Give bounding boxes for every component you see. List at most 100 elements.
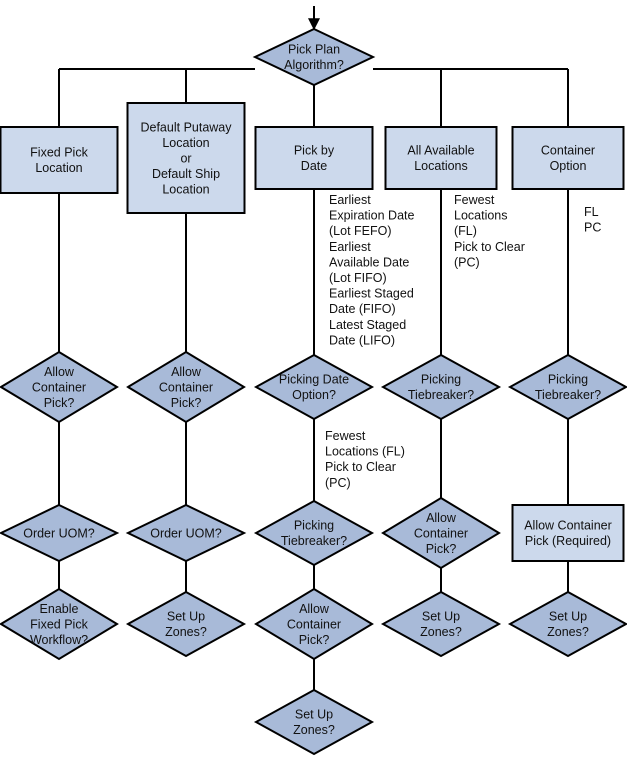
- node-label-line: Tiebreaker?: [408, 388, 474, 402]
- node-label-line: Zones?: [420, 625, 462, 639]
- node-label-line: Pick?: [426, 542, 457, 556]
- node-label: Order UOM?: [150, 526, 222, 540]
- note-line: Expiration Date: [329, 209, 415, 223]
- node-label-line: Tiebreaker?: [535, 388, 601, 402]
- node-label-line: Container: [414, 526, 468, 540]
- node-label-line: All Available: [407, 144, 474, 158]
- note-line: (PC): [454, 255, 480, 269]
- node-label-line: or: [180, 151, 191, 165]
- node-label-line: Fixed Pick: [30, 617, 88, 631]
- node-label-line: Default Putaway: [140, 120, 232, 134]
- node-default-putaway-or-ship-location-step-0[interactable]: [126, 350, 246, 424]
- node-default-putaway-or-ship-location-option[interactable]: [126, 102, 246, 214]
- note-line: Available Date: [329, 255, 409, 269]
- node-label-line: Set Up: [167, 610, 205, 624]
- node-default-putaway-or-ship-location-step-1[interactable]: [125, 503, 247, 563]
- note-line: Date (LIFO): [329, 333, 395, 347]
- node-label-line: Allow: [171, 365, 202, 379]
- node-label-line: Pick Plan: [288, 43, 340, 57]
- node-label-line: Tiebreaker?: [281, 534, 347, 548]
- node-label-line: Option?: [292, 388, 336, 402]
- node-label-line: Set Up: [422, 610, 460, 624]
- node-container-option-step-0[interactable]: [507, 353, 627, 421]
- node-pick-by-date-step-1[interactable]: [253, 499, 375, 567]
- note-line: Locations (FL): [325, 445, 405, 459]
- node-label-line: Order UOM?: [150, 526, 222, 540]
- node-fixed-pick-location-step-0[interactable]: [0, 350, 119, 424]
- node-all-available-locations-step-2[interactable]: [380, 590, 502, 658]
- node-container-option-option[interactable]: [511, 126, 625, 190]
- note-line: Fewest: [325, 429, 366, 443]
- node-label-line: Workflow?: [30, 633, 88, 647]
- note-line: Date (FIFO): [329, 302, 396, 316]
- node-pick-by-date-step-0[interactable]: [253, 353, 375, 421]
- node-pick-by-date-step-3[interactable]: [253, 688, 375, 756]
- node-pick-plan-algorithm[interactable]: [252, 27, 376, 87]
- node-label-line: Set Up: [549, 610, 587, 624]
- node-default-putaway-or-ship-location-step-2[interactable]: [125, 590, 247, 658]
- note-line: Earliest Staged: [329, 287, 414, 301]
- node-label-line: Default Ship: [152, 167, 220, 181]
- note-line: (Lot FIFO): [329, 271, 387, 285]
- note-line: (Lot FEFO): [329, 224, 392, 238]
- node-all-available-locations-option[interactable]: [384, 126, 498, 190]
- node-fixed-pick-location-step-2[interactable]: [0, 587, 119, 661]
- node-fixed-pick-location-step-1[interactable]: [0, 503, 120, 563]
- node-container-option-step-2[interactable]: [507, 590, 627, 658]
- node-label: Order UOM?: [23, 526, 95, 540]
- node-label-line: Location: [162, 136, 209, 150]
- node-label-line: Container: [287, 617, 341, 631]
- node-fixed-pick-location-option[interactable]: [0, 126, 119, 194]
- node-container-option-step-1[interactable]: [511, 504, 625, 562]
- note-line: Latest Staged: [329, 318, 406, 332]
- node-label-line: Fixed Pick: [30, 146, 88, 160]
- note-line: Earliest: [329, 193, 371, 207]
- node-label-line: Location: [162, 182, 209, 196]
- node-label-line: Pick?: [299, 633, 330, 647]
- note-line: PC: [584, 221, 601, 235]
- node-label-line: Zones?: [165, 625, 207, 639]
- note-line: Pick to Clear: [454, 240, 525, 254]
- note-line: Fewest: [454, 193, 495, 207]
- node-label-line: Container: [159, 380, 213, 394]
- node-label-line: Picking: [294, 519, 334, 533]
- note-line: Locations: [454, 209, 508, 223]
- node-all-available-locations-step-0[interactable]: [380, 353, 502, 421]
- note-line: Earliest: [329, 240, 371, 254]
- node-label-line: Location: [35, 161, 82, 175]
- node-all-available-locations-step-1[interactable]: [381, 496, 501, 570]
- node-label-line: Picking Date: [279, 373, 349, 387]
- node-pick-by-date-step-2[interactable]: [254, 587, 374, 661]
- node-label-line: Option: [550, 159, 587, 173]
- node-label-line: Container: [541, 144, 595, 158]
- node-label-line: Zones?: [293, 723, 335, 737]
- node-label-line: Pick?: [44, 396, 75, 410]
- node-label-line: Pick (Required): [525, 534, 611, 548]
- connector-layer: [58, 6, 569, 690]
- note-line: (PC): [325, 476, 351, 490]
- note-line: (FL): [454, 224, 477, 238]
- node-label-line: Pick?: [171, 396, 202, 410]
- node-label-line: Locations: [414, 159, 468, 173]
- node-pick-by-date-option[interactable]: [254, 126, 374, 190]
- node-label-line: Allow: [44, 365, 75, 379]
